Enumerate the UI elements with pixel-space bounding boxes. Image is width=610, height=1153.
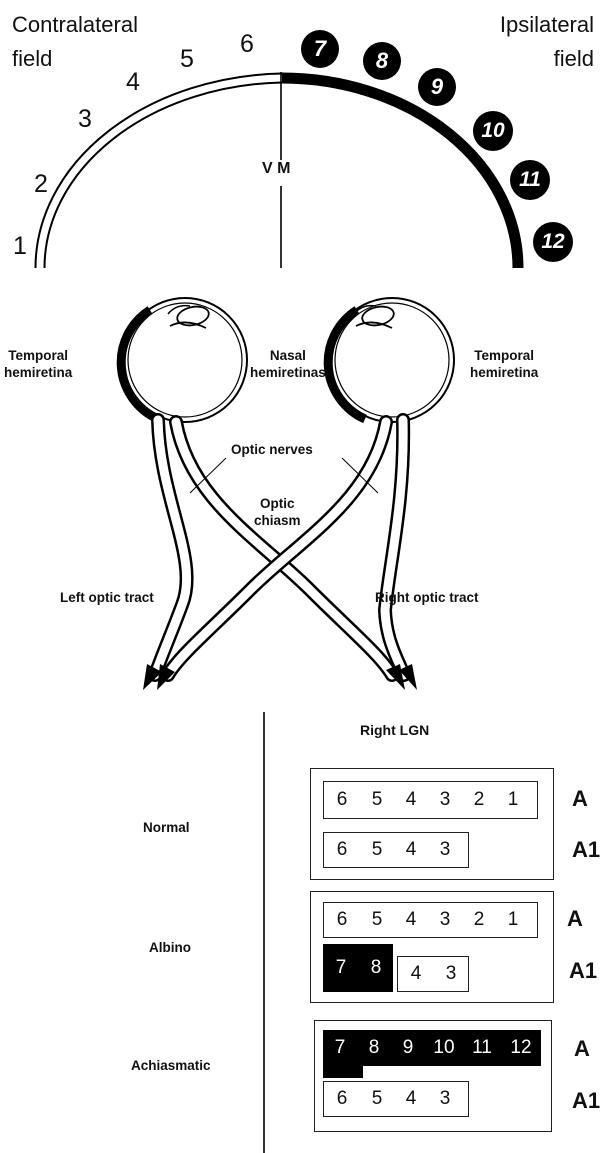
lgn-cell: 3 [428,782,462,818]
contralateral-arc-inner [40,78,282,268]
lgn-cell: 4 [394,903,428,937]
optic-chiasm-label: Optic chiasm [254,496,301,530]
lgn-cell: 6 [324,903,360,937]
lgn-cell: 4 [398,957,434,991]
contralateral-number: 6 [240,30,254,59]
left-temporal-hemiretina-label: Temporal hemiretina [4,348,72,382]
right-eye [328,298,454,422]
ipsilateral-disc: 7 [301,30,339,68]
lgn-cell: 4 [394,782,428,818]
nasal-hemiretinas-label: Nasal hemiretinas [250,348,326,382]
lgn-normal-layer-a1: 6 5 4 3 [323,832,469,868]
lgn-cell: 6 [324,782,360,818]
lgn-cell: 7 [323,944,359,992]
lgn-cell: 11 [463,1030,501,1066]
lgn-cell: 5 [360,903,394,937]
left-optic-tract-label: Left optic tract [60,590,154,607]
layer-a-label: A [567,906,583,932]
tract-arrowheads [143,664,417,690]
lgn-cell: 10 [425,1030,463,1066]
lgn-cell: 3 [428,903,462,937]
ipsilateral-disc: 9 [418,68,456,106]
lgn-albino-a1-ipsilateral-block: 7 8 [323,944,393,992]
lgn-achiasmatic-layer-a: 7 8 9 10 11 12 [323,1030,541,1066]
layer-a1-label: A1 [569,958,597,984]
lgn-cell: 6 [324,1082,360,1116]
ipsilateral-disc: 8 [363,42,401,80]
lgn-cell: 4 [394,833,428,867]
lgn-cell: 1 [496,782,530,818]
lgn-cell: 2 [462,782,496,818]
lgn-cell: 6 [324,833,360,867]
ipsilateral-field-label: Ipsilateral field [500,8,594,76]
lgn-cell: 4 [394,1082,428,1116]
vertical-meridian-label: V M [262,160,290,178]
lgn-cell: 9 [391,1030,425,1066]
contralateral-number: 1 [13,232,27,261]
lgn-achiasmatic-a-extension [323,1066,363,1078]
layer-a1-label: A1 [572,1088,600,1114]
condition-label-albino: Albino [149,940,191,957]
lgn-cell: 5 [360,782,394,818]
layer-a-label: A [572,786,588,812]
lgn-cell: 8 [357,1030,391,1066]
lgn-cell: 3 [428,833,462,867]
lgn-cell: 1 [496,903,530,937]
contralateral-number: 3 [78,105,92,134]
lgn-cell: 5 [360,1082,394,1116]
ipsilateral-disc: 10 [473,111,513,151]
layer-a1-label: A1 [572,837,600,863]
lgn-cell: 8 [359,944,393,992]
lgn-albino-layer-a: 6 5 4 3 2 1 [323,902,538,938]
right-temporal-hemiretina-label: Temporal hemiretina [470,348,538,382]
ipsilateral-disc: 12 [533,222,573,262]
condition-label-normal: Normal [143,820,190,837]
layer-a-label: A [574,1036,590,1062]
lgn-cell: 5 [360,833,394,867]
contralateral-number: 4 [126,68,140,97]
contralateral-field-label: Contralateral field [12,8,138,76]
lgn-cell: 3 [434,957,468,991]
lgn-cell: 3 [428,1082,462,1116]
lgn-achiasmatic-layer-a1: 6 5 4 3 [323,1081,469,1117]
left-eye [121,298,247,422]
contralateral-number: 2 [34,170,48,199]
right-optic-tract-label: Right optic tract [375,590,479,607]
ipsilateral-arc [282,78,518,268]
lgn-cell: 2 [462,903,496,937]
contralateral-number: 5 [180,45,194,74]
optic-nerves-label: Optic nerves [231,442,313,459]
lgn-cell: 7 [323,1030,357,1066]
lgn-title: Right LGN [360,722,429,738]
lgn-normal-layer-a: 6 5 4 3 2 1 [323,781,538,819]
ipsilateral-disc: 11 [510,160,550,200]
lgn-cell: 12 [501,1030,541,1066]
condition-label-achiasmatic: Achiasmatic [131,1058,211,1075]
lgn-albino-a1-contralateral-block: 4 3 [397,956,469,992]
